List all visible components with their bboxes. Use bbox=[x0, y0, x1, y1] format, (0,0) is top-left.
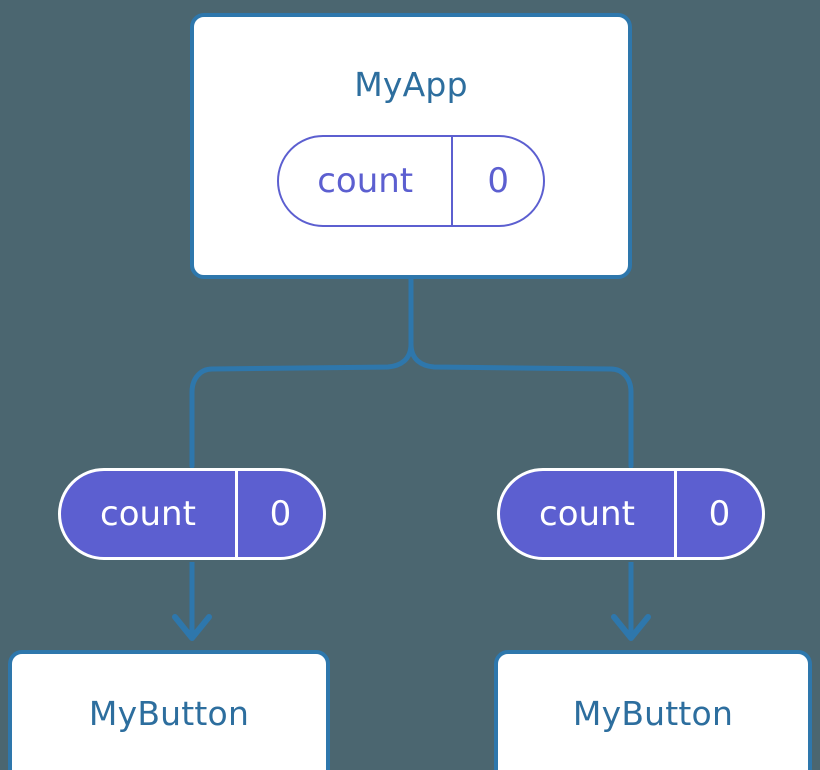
arrow-left-head-icon bbox=[172, 614, 212, 641]
state-pill-value: 0 bbox=[451, 137, 543, 225]
prop-pill-key: count bbox=[539, 494, 635, 534]
arrow-right-head-icon bbox=[611, 614, 651, 641]
component-title-mybutton: MyButton bbox=[88, 694, 250, 733]
prop-pill-value: 0 bbox=[673, 471, 762, 557]
component-box-mybutton-right[interactable]: MyButton bbox=[494, 650, 812, 770]
state-pill-myapp[interactable]: count 0 bbox=[277, 135, 545, 227]
prop-pill-left[interactable]: count 0 bbox=[58, 468, 326, 560]
prop-pill-value: 0 bbox=[234, 471, 323, 557]
prop-pill-key: count bbox=[100, 494, 196, 534]
connector-branch-right bbox=[408, 341, 634, 469]
component-box-mybutton-left[interactable]: MyButton bbox=[8, 650, 330, 770]
component-title-mybutton: MyButton bbox=[572, 694, 734, 733]
prop-pill-right[interactable]: count 0 bbox=[497, 468, 765, 560]
component-title-myapp: MyApp bbox=[354, 65, 468, 104]
connector-branch-left bbox=[189, 341, 414, 469]
state-pill-key: count bbox=[317, 161, 414, 201]
